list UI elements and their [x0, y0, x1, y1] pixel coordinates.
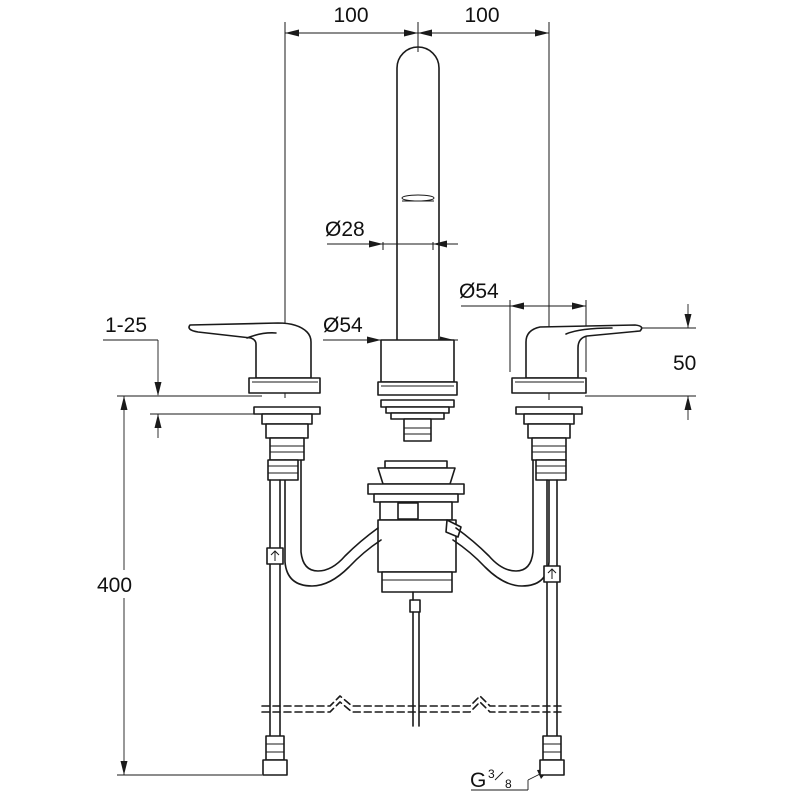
- dim-label-hose-length: 400: [97, 574, 132, 597]
- left-supply-hose: [262, 459, 299, 776]
- thread-label-letter: G: [470, 769, 486, 792]
- dim-label-handle-height: 50: [673, 352, 696, 375]
- dimension-spout-diameter: Ø28: [325, 218, 458, 248]
- popup-rod: [409, 591, 421, 727]
- dimension-handle-base-diameter: Ø54: [459, 280, 586, 310]
- dim-label-left-spacing: 100: [333, 4, 368, 27]
- dimension-spacing-left: 100: [285, 4, 418, 37]
- thread-label-numerator: 3: [488, 767, 495, 781]
- thread-label-denominator: 8: [505, 777, 512, 791]
- left-handle: [188, 322, 321, 394]
- dimension-spout-base-diameter: Ø54: [323, 314, 458, 344]
- mixing-body: [367, 460, 465, 593]
- dim-label-spout-base-diameter: Ø54: [323, 314, 363, 337]
- dim-label-deck-thickness: 1-25: [105, 314, 147, 337]
- left-deck-fitting: [253, 406, 321, 461]
- spout-base: [377, 339, 458, 396]
- dim-label-handle-base-diameter: Ø54: [459, 280, 499, 303]
- right-supply-hose: [535, 459, 567, 776]
- dim-label-right-spacing: 100: [464, 4, 499, 27]
- break-line: [261, 695, 563, 713]
- extension-lines: [117, 22, 696, 776]
- dimension-spacing-right: 100: [418, 4, 549, 37]
- dimension-hose-length: 400: [96, 396, 152, 775]
- dimension-handle-height: 50: [673, 304, 696, 420]
- spout-deck-fitting: [380, 399, 455, 442]
- dim-label-spout-diameter: Ø28: [325, 218, 365, 241]
- right-handle: [511, 324, 643, 394]
- dimension-deck-thickness: 1-25: [103, 314, 262, 438]
- spout: [396, 46, 440, 341]
- thread-callout: G 3 8: [470, 767, 549, 792]
- right-deck-fitting: [515, 406, 583, 461]
